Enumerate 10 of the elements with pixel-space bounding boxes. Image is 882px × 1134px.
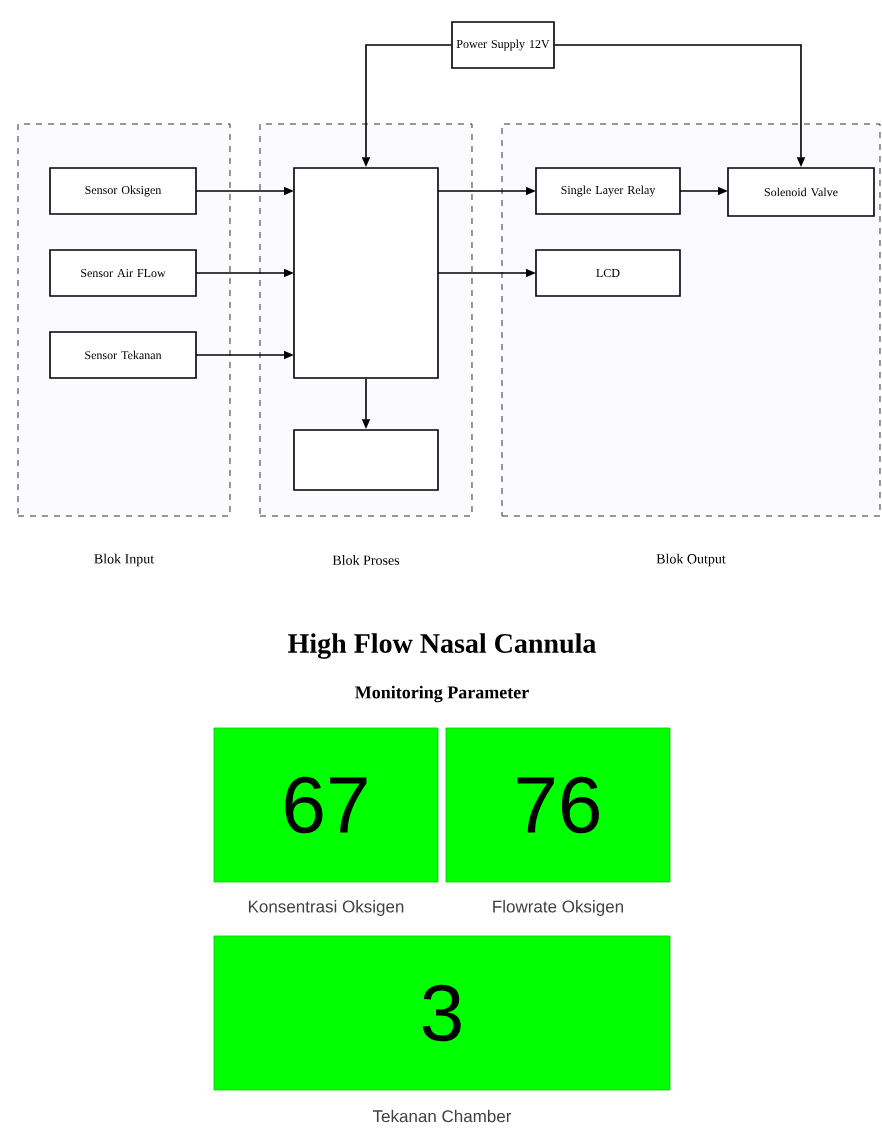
value-panel: 67 bbox=[213, 727, 439, 883]
value-panel: 76 bbox=[445, 727, 671, 883]
block-box bbox=[293, 167, 439, 379]
dashboard-title: High Flow Nasal Cannula bbox=[288, 633, 596, 659]
block-box bbox=[293, 429, 439, 491]
value-panel: 3 bbox=[213, 935, 671, 1091]
panel-caption: Tekanan Chamber bbox=[372, 1109, 512, 1123]
dashboard-subtitle: Monitoring Parameter bbox=[355, 685, 529, 703]
panel-caption: Konsentrasi Oksigen bbox=[248, 900, 404, 916]
panel-caption: Flowrate Oksigen bbox=[493, 900, 623, 916]
